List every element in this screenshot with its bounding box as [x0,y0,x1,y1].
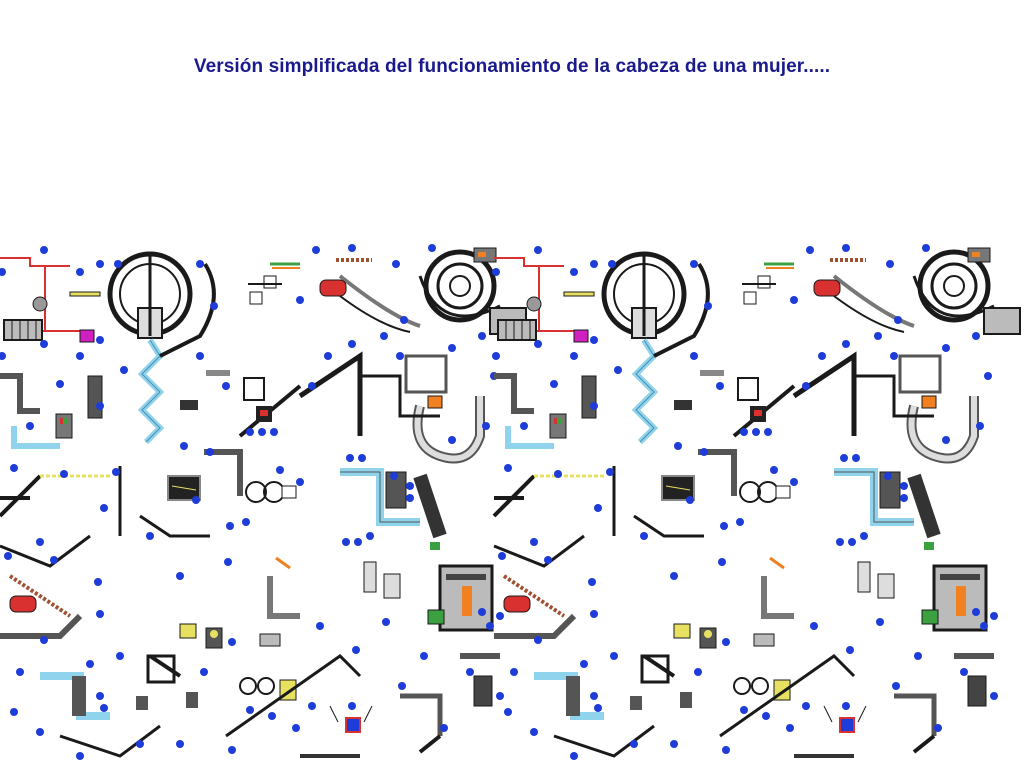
machine-illustration [0,236,1024,768]
machine-drawing [0,236,1024,768]
machine-tile-right [492,244,1020,760]
machine-tile-left [0,244,526,760]
slide-title: Versión simplificada del funcionamiento … [193,56,831,77]
